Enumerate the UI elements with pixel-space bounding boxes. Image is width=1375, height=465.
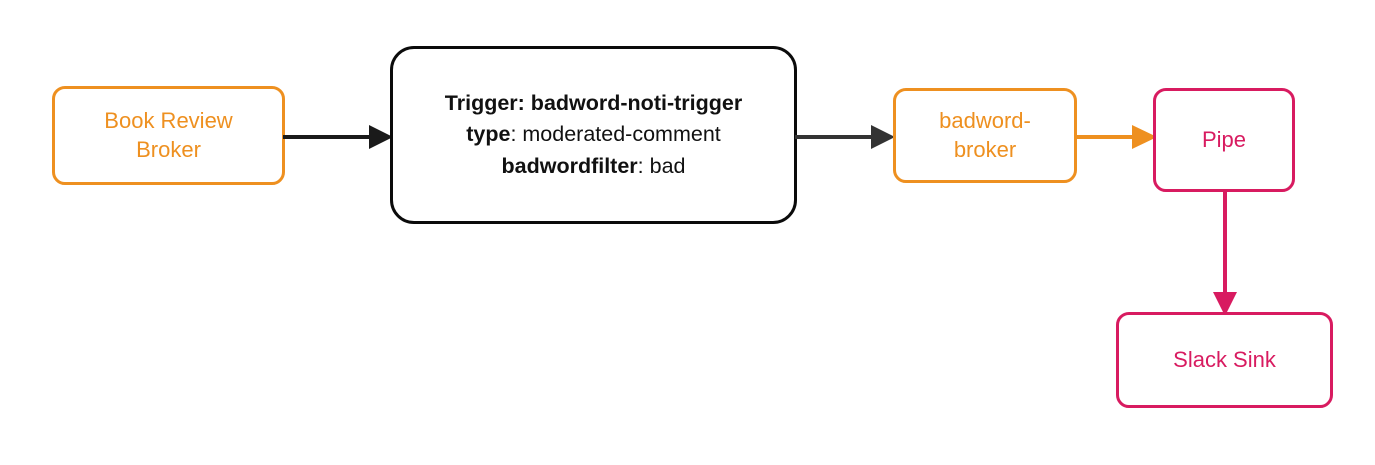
node-trigger-line-2: type: moderated-comment	[445, 119, 742, 150]
node-badword-broker[interactable]: badword- broker	[893, 88, 1077, 183]
node-book-review-broker[interactable]: Book Review Broker	[52, 86, 285, 185]
edge-trigger-to-badword-broker	[795, 120, 895, 154]
node-trigger-line-2-key: type	[466, 122, 511, 147]
edge-pipe-to-slack-sink	[1207, 190, 1243, 316]
node-pipe-label: Pipe	[1201, 126, 1247, 152]
node-trigger[interactable]: Trigger: badword-noti-trigger type: mode…	[390, 46, 797, 224]
edge-book-review-broker-to-trigger	[283, 120, 393, 154]
node-slack-sink-label: Slack Sink	[1173, 346, 1276, 372]
node-trigger-line-1: Trigger: badword-noti-trigger	[445, 88, 742, 119]
node-book-review-broker-label: Book Review Broker	[104, 108, 233, 162]
node-trigger-label: Trigger: badword-noti-trigger type: mode…	[445, 88, 742, 182]
node-pipe[interactable]: Pipe	[1153, 88, 1295, 192]
node-trigger-line-2-value: : moderated-comment	[510, 122, 721, 147]
edge-badword-broker-to-pipe	[1075, 120, 1157, 154]
node-trigger-line-3: badwordfilter: bad	[445, 151, 742, 182]
node-slack-sink[interactable]: Slack Sink	[1116, 312, 1333, 408]
node-badword-broker-label: badword- broker	[939, 108, 1031, 162]
node-trigger-line-3-value: : bad	[637, 153, 686, 178]
node-trigger-line-3-key: badwordfilter	[501, 153, 638, 178]
node-trigger-line-1-key: Trigger: badword-noti-trigger	[444, 91, 743, 116]
